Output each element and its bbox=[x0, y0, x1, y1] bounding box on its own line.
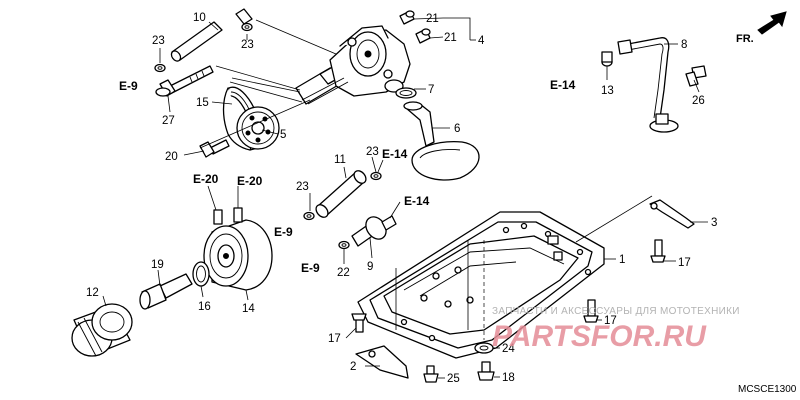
part-23-washer-a bbox=[154, 63, 166, 73]
part-19-fitting bbox=[139, 273, 193, 310]
callout-26: 26 bbox=[692, 95, 705, 107]
part-22-washer bbox=[338, 240, 350, 250]
front-arrow-icon bbox=[757, 11, 787, 35]
callout-22: 22 bbox=[337, 267, 350, 279]
part-7-oring bbox=[395, 87, 417, 99]
part-18-drain-bolt bbox=[477, 361, 495, 381]
ref-e9-b: E-9 bbox=[274, 225, 293, 239]
part-23-washer-d bbox=[370, 171, 382, 181]
callout-19: 19 bbox=[151, 259, 164, 271]
part-17-bolt-a bbox=[351, 313, 367, 333]
callout-3: 3 bbox=[711, 217, 717, 229]
part-21-pins bbox=[399, 10, 431, 44]
ref-e9-a: E-9 bbox=[119, 79, 138, 93]
part-3-clamp bbox=[649, 199, 695, 229]
callout-21-a: 21 bbox=[426, 13, 439, 25]
part-23-washer-b bbox=[241, 22, 253, 32]
callout-6: 6 bbox=[454, 123, 460, 135]
part-26-bolt bbox=[685, 65, 707, 87]
part-17-bolt-c bbox=[650, 239, 666, 263]
ref-e14-c: E-14 bbox=[404, 194, 430, 208]
callout-18: 18 bbox=[502, 372, 515, 384]
callout-27: 27 bbox=[162, 115, 175, 127]
part-8-oil-pipe bbox=[617, 37, 679, 133]
part-24-washer bbox=[474, 342, 494, 354]
callout-1: 1 bbox=[619, 254, 625, 266]
part-10-pipe bbox=[170, 8, 253, 62]
callout-12: 12 bbox=[86, 287, 99, 299]
callout-17-b: 17 bbox=[604, 315, 617, 327]
watermark: ЗАПЧАСТИ И АКСЕССУАРЫ ДЛЯ МОТОТЕХНИКИ PA… bbox=[492, 306, 740, 353]
callout-23-b: 23 bbox=[241, 39, 254, 51]
callout-17-a: 17 bbox=[328, 333, 341, 345]
part-1-oil-pan bbox=[357, 211, 605, 359]
part-23-washer-c bbox=[303, 211, 315, 221]
callout-15: 15 bbox=[196, 97, 209, 109]
part-13-seal bbox=[601, 51, 613, 67]
callout-5: 5 bbox=[280, 129, 286, 141]
callout-16: 16 bbox=[198, 301, 211, 313]
callout-24: 24 bbox=[502, 343, 515, 355]
part-5-sprocket bbox=[236, 106, 280, 150]
ref-e14-a: E-14 bbox=[550, 78, 576, 92]
callout-21-b: 21 bbox=[444, 32, 457, 44]
part-2-bracket bbox=[355, 345, 409, 379]
part-6-oil-strainer bbox=[403, 101, 480, 181]
callout-23-d: 23 bbox=[296, 181, 309, 193]
callout-2: 2 bbox=[350, 361, 356, 373]
section-references: E-9 E-14 E-14 E-14 E-20 E-20 E-9 E-9 bbox=[119, 78, 576, 275]
callout-23-a: 23 bbox=[152, 35, 165, 47]
front-direction-indicator: FR. bbox=[736, 11, 787, 45]
part-25-bolt bbox=[423, 365, 439, 383]
part-9-pressure-switch bbox=[351, 215, 397, 247]
callout-14: 14 bbox=[242, 303, 255, 315]
part-12-oil-filter bbox=[71, 303, 133, 357]
callout-11: 11 bbox=[334, 154, 346, 166]
callout-4: 4 bbox=[478, 35, 485, 47]
callout-25: 25 bbox=[447, 373, 460, 385]
front-label: FR. bbox=[736, 33, 754, 45]
callout-8: 8 bbox=[681, 39, 687, 51]
callout-20: 20 bbox=[165, 151, 178, 163]
part-20-bolt bbox=[199, 139, 230, 158]
callout-17-c: 17 bbox=[678, 257, 691, 269]
watermark-tagline: ЗАПЧАСТИ И АКСЕССУАРЫ ДЛЯ МОТОТЕХНИКИ bbox=[492, 306, 740, 317]
callout-7: 7 bbox=[428, 84, 434, 96]
leader-lines bbox=[102, 17, 708, 379]
ref-e14-b: E-14 bbox=[382, 147, 408, 161]
callout-10: 10 bbox=[193, 12, 206, 24]
part-17-bolt-b bbox=[583, 299, 599, 323]
callout-numbers: 10 23 23 27 15 5 20 21 21 4 7 6 8 13 26 … bbox=[86, 12, 717, 385]
part-4-oil-pump bbox=[295, 25, 411, 105]
ref-e9-c: E-9 bbox=[301, 261, 320, 275]
callout-23-c: 23 bbox=[366, 146, 379, 158]
watermark-logo: PARTSFOR.RU bbox=[492, 320, 707, 353]
part-27-bolt bbox=[155, 65, 214, 97]
diagram-code: MCSCE1300 bbox=[738, 384, 797, 395]
part-14-oil-cooler bbox=[203, 207, 273, 291]
part-16-oring bbox=[192, 261, 210, 287]
ref-e20-a: E-20 bbox=[193, 172, 219, 186]
callout-13: 13 bbox=[601, 85, 614, 97]
callout-9: 9 bbox=[367, 261, 373, 273]
ref-e20-b: E-20 bbox=[237, 174, 263, 188]
part-11-pipe bbox=[315, 170, 367, 218]
